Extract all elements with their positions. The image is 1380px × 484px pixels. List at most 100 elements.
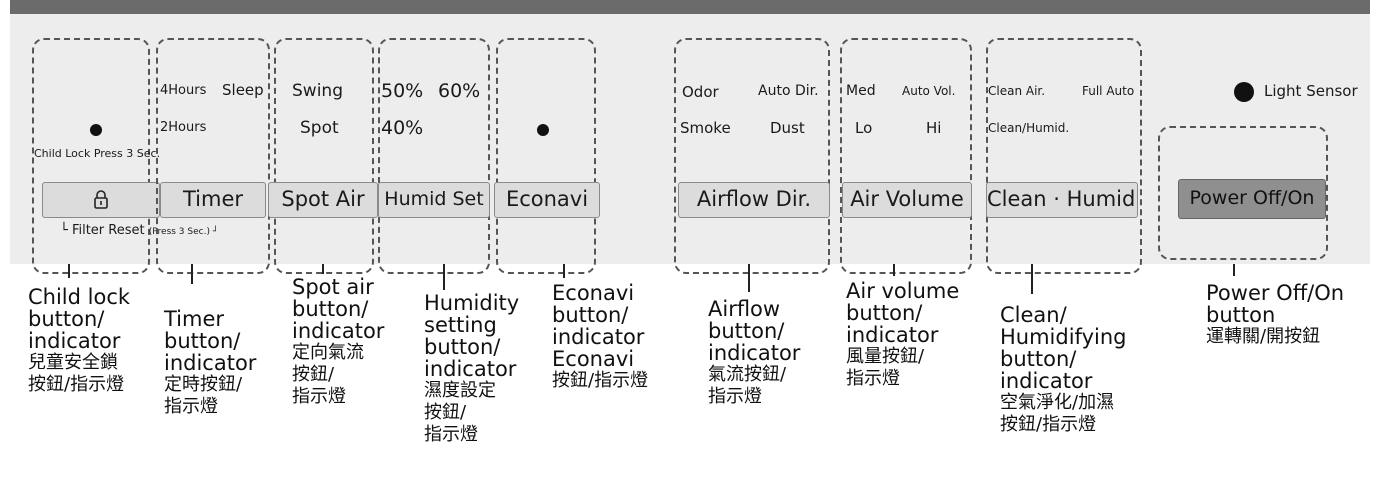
label-air-volume-line1: Air volume [846, 279, 960, 303]
airflow-option-dust: Dust [770, 119, 805, 137]
label-child-lock-line3: indicator [28, 329, 121, 353]
label-airflow-line3: indicator [708, 341, 801, 365]
leader-line-clean [1031, 264, 1033, 294]
label-clean: Clean/ Humidifying button/ indicator 空氣淨… [1000, 304, 1126, 436]
label-humid-zh1: 濕度設定 [424, 380, 496, 401]
label-airflow-zh1: 氣流按鈕/ [708, 364, 787, 385]
label-timer-zh1: 定時按鈕/ [164, 374, 243, 395]
child-lock-caption: Child Lock Press 3 Sec. [34, 147, 161, 160]
label-child-lock-line2: button/ [28, 307, 105, 331]
lock-icon [94, 190, 108, 209]
power-group [1158, 126, 1328, 260]
label-air-volume-zh1: 風量按鈕/ [846, 346, 925, 367]
label-econavi-line2: button/ [552, 303, 629, 327]
label-air-volume: Air volume button/ indicator 風量按鈕/ 指示燈 [846, 280, 959, 390]
label-power-zh1: 運轉關/開按鈕 [1206, 326, 1321, 347]
leader-line-humid [443, 264, 445, 290]
label-humid-line4: indicator [424, 357, 517, 381]
label-spot-air-zh1: 定向氣流 [292, 342, 364, 363]
clean-humid-button[interactable]: Clean · Humid. [986, 182, 1138, 218]
label-air-volume-line2: button/ [846, 301, 923, 325]
label-airflow: Airflow button/ indicator 氣流按鈕/ 指示燈 [708, 298, 800, 408]
airflow-option-odor: Odor [682, 83, 719, 101]
clean-option-clean-air: Clean Air. [988, 84, 1046, 98]
label-clean-line4: indicator [1000, 369, 1093, 393]
label-timer: Timer button/ indicator 定時按鈕/ 指示燈 [164, 308, 256, 418]
label-spot-air-line3: indicator [292, 319, 385, 343]
clean-humid-group [986, 38, 1142, 274]
label-humid-zh2: 按鈕/ [424, 402, 467, 423]
leader-line-econavi [563, 264, 565, 278]
label-timer-zh2: 指示燈 [164, 396, 218, 417]
leader-line-power [1233, 264, 1235, 276]
label-econavi-line4: Econavi [552, 347, 635, 371]
label-spot-air-zh3: 指示燈 [292, 386, 346, 407]
label-clean-line1: Clean/ [1000, 303, 1067, 327]
label-power: Power Off/On button 運轉關/開按鈕 [1206, 282, 1344, 348]
filter-reset-note: (Press 3 Sec.) ┘ [148, 227, 219, 237]
light-sensor-indicator [1234, 82, 1254, 102]
label-spot-air-line1: Spot air [292, 275, 374, 299]
humid-option-50: 50% [381, 80, 424, 102]
label-clean-zh2: 按鈕/指示燈 [1000, 414, 1097, 435]
filter-reset-text: └ Filter Reset [60, 223, 145, 238]
timer-option-sleep: Sleep [222, 81, 264, 99]
label-airflow-line2: button/ [708, 319, 785, 343]
air-volume-option-auto-vol: Auto Vol. [902, 84, 956, 98]
label-child-lock-line1: Child lock [28, 285, 131, 309]
leader-line-child-lock [68, 264, 70, 278]
timer-option-2hours: 2Hours [160, 120, 207, 135]
spot-air-button[interactable]: Spot Air [268, 182, 378, 218]
label-timer-line1: Timer [164, 307, 225, 331]
label-power-line1: Power Off/On [1206, 281, 1345, 305]
label-child-lock: Child lock button/ indicator 兒童安全鎖 按鈕/指示… [28, 286, 130, 396]
label-child-lock-zh1: 兒童安全鎖 [28, 352, 118, 373]
spot-air-group [274, 38, 374, 274]
humid-option-40: 40% [381, 117, 424, 139]
spot-air-option-swing: Swing [292, 81, 343, 101]
label-econavi-line3: indicator [552, 325, 645, 349]
airflow-dir-button[interactable]: Airflow Dir. [678, 182, 830, 218]
timer-group [156, 38, 270, 274]
timer-option-4hours: 4Hours [160, 83, 207, 98]
light-sensor-label: Light Sensor [1264, 82, 1358, 100]
air-volume-group [840, 38, 972, 274]
label-air-volume-line3: indicator [846, 323, 939, 347]
leader-line-airflow [748, 264, 750, 292]
econavi-group [496, 38, 596, 274]
spot-air-option-spot: Spot [300, 118, 339, 138]
humid-set-button[interactable]: Humid Set [378, 182, 490, 218]
humid-group [378, 38, 490, 274]
label-power-line2: button [1206, 303, 1276, 327]
econavi-button[interactable]: Econavi [494, 182, 600, 218]
label-timer-line3: indicator [164, 351, 257, 375]
child-lock-group [32, 38, 150, 274]
clean-option-clean-humid: Clean/Humid. [988, 121, 1070, 135]
label-airflow-line1: Airflow [708, 297, 781, 321]
label-spot-air: Spot air button/ indicator 定向氣流 按鈕/ 指示燈 [292, 276, 384, 408]
air-volume-option-lo: Lo [855, 119, 873, 137]
leader-line-spot-air [322, 264, 324, 274]
top-bar [10, 0, 1370, 14]
label-econavi-line1: Econavi [552, 281, 635, 305]
label-humid: Humidity setting button/ indicator 濕度設定 … [424, 292, 519, 446]
leader-line-timer [191, 264, 193, 284]
timer-button[interactable]: Timer [160, 182, 266, 218]
label-humid-line2: setting [424, 313, 497, 337]
label-child-lock-zh2: 按鈕/指示燈 [28, 374, 125, 395]
child-lock-indicator-dot [90, 124, 102, 136]
label-timer-line2: button/ [164, 329, 241, 353]
clean-option-full-auto: Full Auto [1082, 84, 1135, 98]
airflow-group [674, 38, 830, 274]
humid-option-60: 60% [438, 80, 481, 102]
label-econavi: Econavi button/ indicator Econavi 按鈕/指示燈 [552, 282, 648, 392]
child-lock-button[interactable] [42, 182, 160, 218]
econavi-indicator-dot [537, 124, 549, 136]
label-air-volume-zh2: 指示燈 [846, 368, 900, 389]
power-button[interactable]: Power Off/On [1178, 179, 1326, 219]
label-airflow-zh2: 指示燈 [708, 386, 762, 407]
label-humid-zh3: 指示燈 [424, 424, 478, 445]
label-clean-line3: button/ [1000, 347, 1077, 371]
label-econavi-zh1: 按鈕/指示燈 [552, 370, 649, 391]
air-volume-button[interactable]: Air Volume [842, 182, 972, 218]
